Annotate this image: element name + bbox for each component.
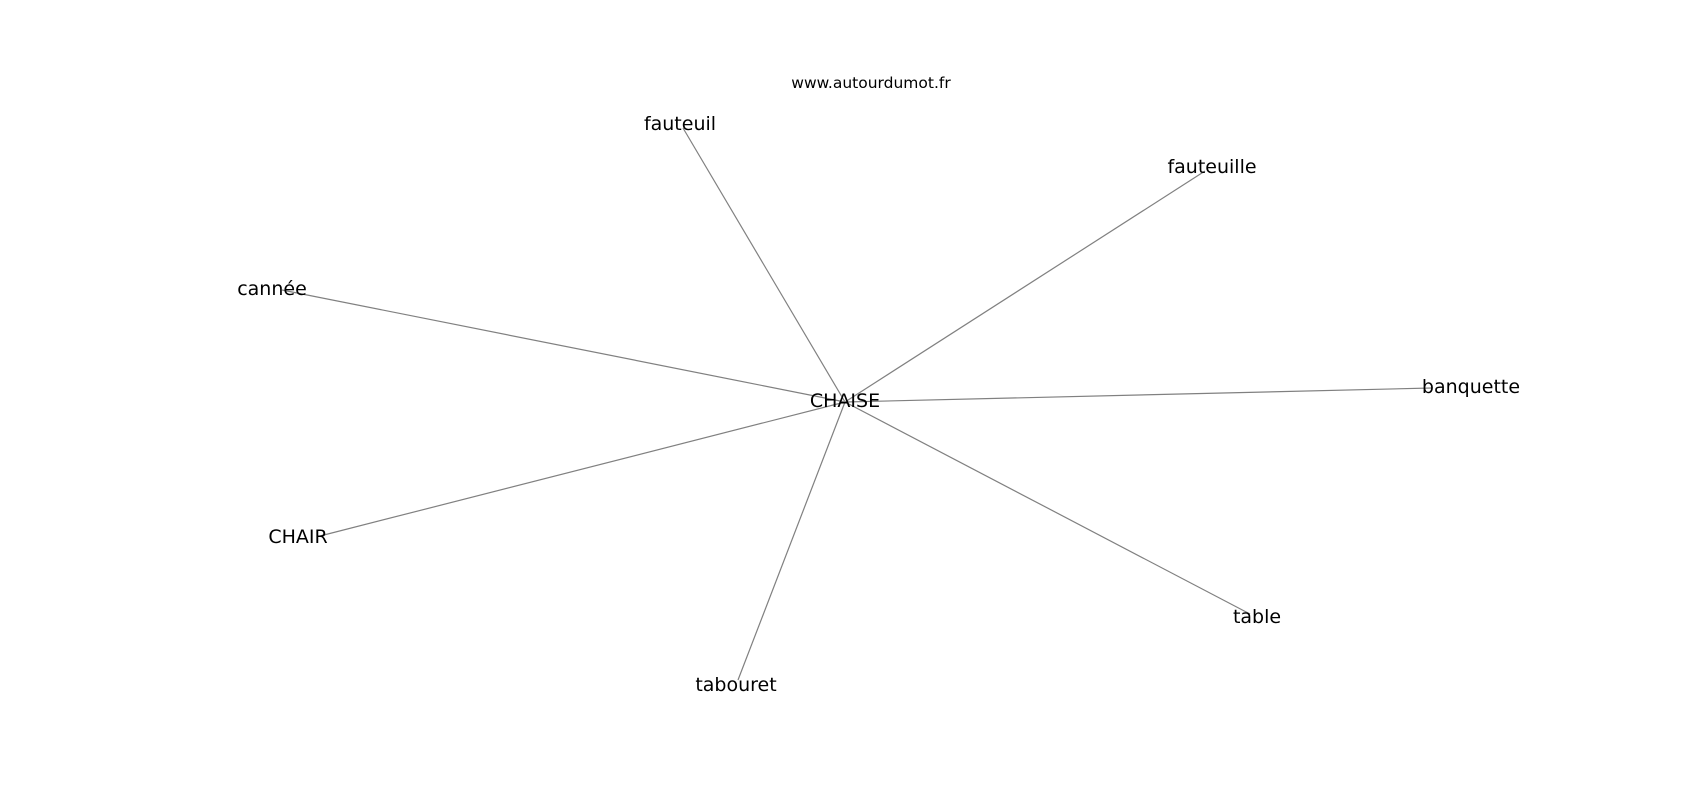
edge-chaise-table xyxy=(844,401,1251,615)
node-banquette: banquette xyxy=(1422,376,1520,398)
edge-chaise-chair xyxy=(319,401,846,537)
graph-edges xyxy=(281,127,1433,681)
node-tabouret: tabouret xyxy=(695,674,776,696)
node-table: table xyxy=(1233,606,1281,628)
node-center-chaise: CHAISE xyxy=(810,390,880,412)
edge-chaise-banquette xyxy=(844,387,1433,403)
site-watermark: www.autourdumot.fr xyxy=(791,74,951,92)
node-fauteuille: fauteuille xyxy=(1167,156,1256,178)
node-chair: CHAIR xyxy=(268,526,327,548)
node-fauteuil: fauteuil xyxy=(644,113,716,135)
node-cannee: cannée xyxy=(237,278,307,300)
edge-chaise-tabouret xyxy=(737,401,846,681)
edge-chaise-cannee xyxy=(281,289,846,403)
graph-labels: www.autourdumot.fr CHAISE fauteuil fauteui… xyxy=(237,74,1520,696)
edge-chaise-fauteuille xyxy=(844,170,1206,403)
edge-chaise-fauteuil xyxy=(682,127,846,403)
